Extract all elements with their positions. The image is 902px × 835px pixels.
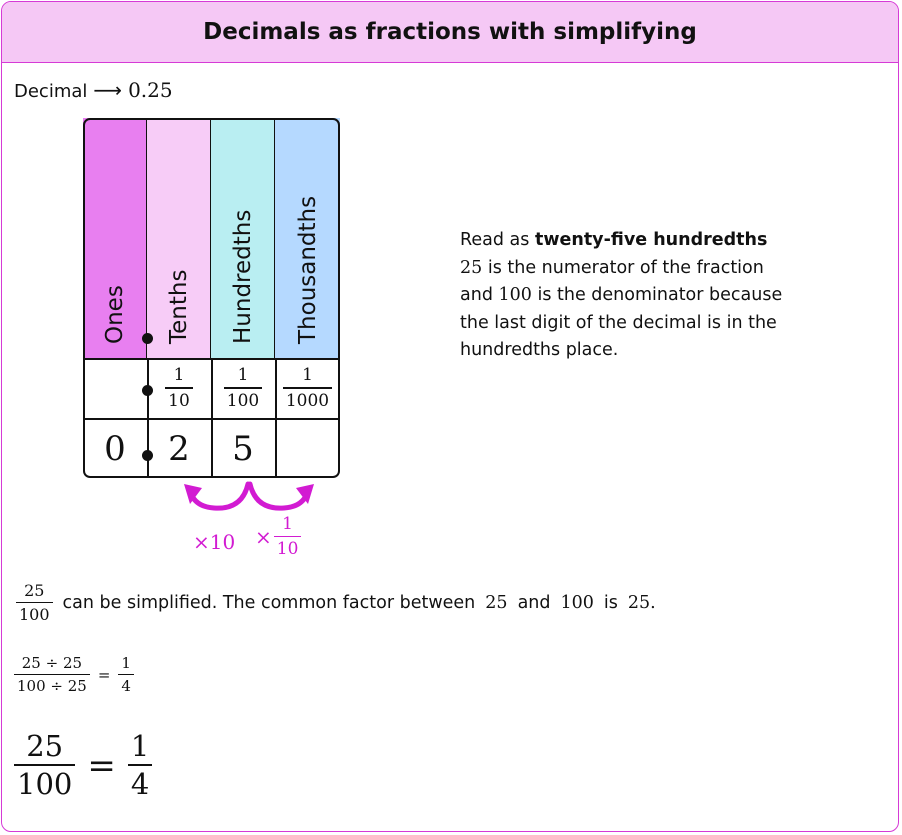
column-label-hundredths: Hundredths	[229, 209, 256, 344]
result-denominator: 4	[121, 677, 131, 696]
divider	[83, 418, 340, 420]
decimal-value: 0.25	[128, 78, 173, 102]
explanation-text: and	[460, 285, 499, 305]
explanation-text: the last digit of the decimal is in the	[460, 312, 777, 333]
final-result-numerator: 1	[130, 729, 150, 763]
step-denominator: 100 ÷ 25	[17, 677, 87, 696]
curved-arrows-icon	[184, 481, 314, 511]
explanation-text: is the numerator of the fraction	[482, 257, 764, 278]
fraction-numerator: 1	[302, 365, 313, 386]
equals-sign: =	[97, 666, 111, 685]
column-header-thousandths: Thousandths	[275, 118, 340, 358]
division-step: 25 ÷ 25 100 ÷ 25 = 1 4	[14, 656, 134, 694]
multiplier-times-tenth: × 1 10	[255, 514, 302, 560]
common-factor: 25.	[627, 593, 656, 614]
numerator-value: 25	[460, 257, 483, 278]
fraction-cell-hundredths: 1 100	[211, 359, 275, 418]
statement-text: and	[517, 593, 551, 614]
final-denominator: 100	[17, 767, 73, 801]
explanation-text: is the denominator because	[531, 285, 783, 305]
fraction-cell-thousandths: 1 1000	[275, 359, 340, 418]
multiplier-times-ten: ×10	[193, 530, 236, 554]
result-numerator: 1	[121, 654, 131, 672]
explanation-text: hundredths place.	[460, 340, 619, 360]
divider	[83, 358, 340, 360]
equals-sign: =	[87, 745, 116, 786]
arrowhead-left-icon	[184, 484, 202, 504]
final-numerator: 25	[26, 729, 64, 763]
decimal-label: Decimal	[14, 81, 88, 102]
digit-cell-ones: 0	[104, 428, 126, 469]
fraction-cell-tenths: 1 10	[147, 359, 211, 418]
decimal-point-dot	[142, 450, 153, 461]
fraction-denominator: 100	[226, 390, 260, 411]
fraction-numerator: 25	[24, 581, 45, 600]
simplify-statement: 25 100 can be simplified. The common fac…	[16, 583, 656, 623]
denominator-value: 100	[498, 285, 532, 305]
decimal-line: Decimal ⟶ 0.25	[14, 78, 173, 102]
final-answer: 25 100 = 1 4	[14, 729, 153, 801]
fraction-denominator: 10	[168, 390, 190, 411]
curved-arrow-left-icon	[189, 481, 251, 511]
explanation-paragraph: Read as twenty-five hundredths 25 is the…	[460, 227, 860, 365]
column-header-hundredths: Hundredths	[211, 118, 275, 358]
statement-text: is	[603, 593, 618, 614]
number-b: 100	[560, 593, 594, 614]
arrowhead-right-icon	[296, 484, 314, 504]
fraction-numerator: 1	[173, 365, 185, 386]
column-label-ones: Ones	[101, 285, 128, 344]
fraction-numerator: 1	[282, 514, 293, 534]
statement-text: can be simplified. The common factor bet…	[62, 593, 476, 614]
explanation-text: Read as	[460, 230, 535, 250]
fraction-denominator: 100	[19, 605, 50, 625]
fraction-numerator: 1	[237, 365, 249, 386]
fraction-denominator: 10	[276, 539, 299, 560]
digit-cell-tenths: 2	[168, 428, 190, 469]
column-header-ones: Ones	[83, 118, 147, 358]
fraction-denominator: 1000	[285, 390, 330, 411]
decimal-point-dot	[142, 385, 153, 396]
explanation-bold-text: twenty-five hundredths	[534, 230, 768, 250]
multiply-symbol: ×	[255, 525, 272, 550]
column-label-thousandths: Thousandths	[294, 195, 321, 344]
step-numerator: 25 ÷ 25	[21, 654, 83, 672]
column-header-tenths: Tenths	[147, 118, 211, 358]
final-result-denominator: 4	[130, 767, 150, 801]
digit-cell-thousandths	[275, 419, 340, 478]
number-a: 25	[485, 593, 508, 614]
title-bar: Decimals as fractions with simplifying	[2, 2, 898, 63]
decimal-point-dot	[142, 333, 153, 344]
page-title: Decimals as fractions with simplifying	[203, 19, 697, 45]
place-value-table: Ones Tenths Hundredths Thousandths 1 10 …	[83, 118, 340, 478]
column-label-tenths: Tenths	[165, 269, 192, 344]
curved-arrow-right-icon	[247, 481, 309, 511]
digit-cell-hundredths: 5	[232, 428, 254, 469]
long-right-arrow-icon: ⟶	[93, 78, 123, 102]
